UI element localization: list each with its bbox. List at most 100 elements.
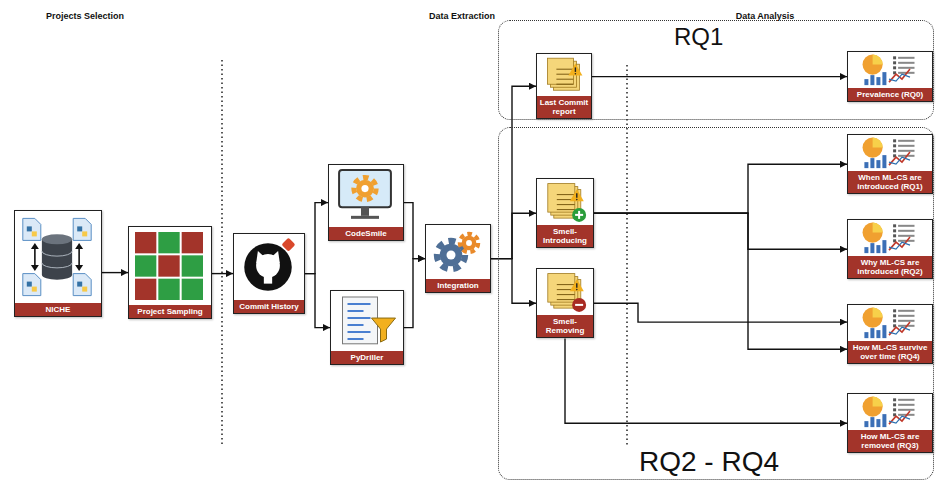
- icon-part: [864, 162, 868, 168]
- icon-part: [864, 79, 868, 85]
- box-icon: [848, 220, 930, 256]
- box-icon: [129, 227, 209, 305]
- icon-part: [889, 74, 910, 81]
- icon-part: [557, 204, 575, 205]
- flow-arrow: [565, 338, 847, 423]
- icon-part: [351, 216, 379, 219]
- icon-part: [23, 274, 41, 296]
- icon-part: [876, 245, 880, 253]
- icon-part: [82, 231, 87, 236]
- icon-part: [568, 63, 582, 75]
- icon-part: [863, 308, 883, 328]
- box-icon: [15, 211, 99, 303]
- process-box: NICHE: [14, 210, 102, 317]
- box-label: How ML-CS are removed (RQ3): [848, 430, 932, 452]
- flow-arrow: [594, 303, 847, 322]
- box-label: Prevalence (RQ0): [848, 88, 932, 101]
- icon-part: [575, 304, 583, 306]
- box-icon: [537, 179, 591, 225]
- icon-part: [864, 421, 868, 427]
- icon-part: [870, 75, 874, 85]
- icon-part: [135, 255, 156, 276]
- section-heading-wrap: Projects Selection: [46, 5, 124, 23]
- icon-part: [158, 232, 179, 253]
- icon-part: [893, 398, 896, 401]
- flow-arrow: [594, 164, 847, 213]
- icon-part: [898, 315, 914, 317]
- flow-arrow: [594, 213, 847, 349]
- box-icon: [848, 135, 930, 171]
- process-box: Smell-Introducing: [536, 178, 594, 248]
- icon-part: [898, 404, 914, 406]
- box-label: Last Commit report: [537, 96, 591, 118]
- icon-part: [882, 325, 886, 338]
- icon-part: [882, 155, 886, 168]
- icon-part: [898, 310, 914, 312]
- phase-separator: [221, 60, 223, 445]
- icon: [548, 274, 586, 312]
- icon-part: [271, 251, 280, 263]
- flow-arrow: [594, 213, 847, 249]
- process-box: How ML-CS are removed (RQ3): [847, 393, 933, 453]
- icon-part: [893, 66, 896, 69]
- flow-arrow: [592, 76, 847, 77]
- box-label: Smell-Introducing: [537, 225, 593, 247]
- icon-part: [870, 243, 874, 253]
- icon-part: [863, 138, 883, 158]
- icon-part: [893, 319, 896, 322]
- process-box: Smell-Removing: [536, 268, 594, 338]
- icon-part: [898, 145, 914, 147]
- icon-part: [361, 185, 368, 192]
- flow-arrow: [404, 259, 425, 328]
- icon-part: [462, 236, 477, 251]
- icon-part: [864, 332, 868, 338]
- icon-part: [77, 282, 82, 287]
- flow-arrow: [305, 203, 328, 274]
- icon-part: [75, 265, 83, 271]
- icon-part: [281, 238, 295, 252]
- icon-part: [460, 234, 478, 252]
- icon-part: [873, 138, 883, 148]
- process-box: Project Sampling: [128, 226, 212, 319]
- icon-part: [135, 232, 156, 253]
- icon: [343, 297, 396, 344]
- icon-part: [32, 287, 37, 292]
- box-label: CodeSmile: [329, 227, 403, 240]
- icon: [863, 138, 915, 169]
- icon-part: [31, 243, 39, 249]
- icon-part: [556, 69, 573, 70]
- icon-part: [548, 274, 575, 303]
- icon-part: [889, 237, 910, 250]
- box-label: When ML-CS are introduced (RQ1): [848, 171, 932, 193]
- icon-part: [893, 224, 896, 227]
- icon-part: [893, 56, 896, 59]
- research-question-region: RQ2 - RQ4Smell-IntroducingSmell-Removing…: [498, 127, 934, 480]
- icon-part: [354, 177, 376, 199]
- icon: [437, 234, 478, 269]
- section-heading: Data Analysis: [736, 11, 795, 21]
- icon-part: [893, 139, 896, 142]
- icon-part: [898, 235, 914, 237]
- icon: [547, 58, 582, 90]
- icon-part: [898, 230, 914, 232]
- icon-part: [578, 211, 580, 219]
- icon: [244, 238, 295, 291]
- icon-part: [73, 274, 91, 296]
- process-box: CodeSmile: [328, 164, 404, 241]
- icon-part: [863, 223, 883, 243]
- phase-separator: [626, 65, 628, 445]
- icon-part: [557, 299, 575, 300]
- icon-part: [893, 61, 896, 64]
- icon-part: [348, 303, 371, 305]
- icon-part: [73, 218, 91, 240]
- icon-part: [75, 243, 83, 249]
- icon-part: [863, 397, 883, 417]
- icon-part: [339, 170, 391, 207]
- icon-part: [898, 57, 914, 59]
- icon: [863, 397, 915, 428]
- icon-part: [873, 397, 883, 407]
- box-label: Commit History: [234, 300, 304, 313]
- icon-part: [447, 251, 456, 260]
- icon-part: [889, 327, 910, 334]
